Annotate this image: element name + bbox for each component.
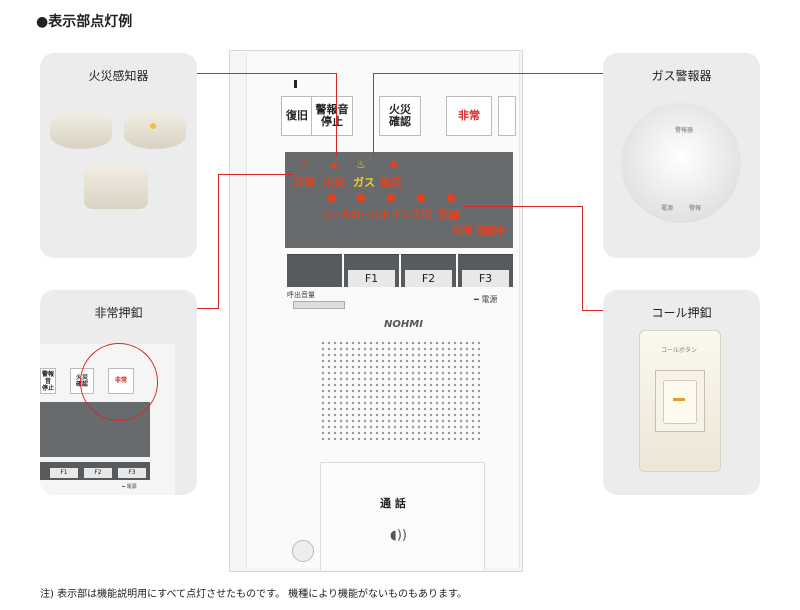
fire-confirm-button[interactable]: 火災 確認 — [379, 96, 421, 136]
f3-key[interactable]: F3 — [458, 254, 513, 287]
mini-f1-label: F1 — [50, 468, 78, 478]
lcd-label-gas: ガス — [353, 176, 375, 189]
call2-lcd-icon: ● — [356, 191, 366, 204]
gas-lcd-icon: ♨ — [356, 158, 366, 171]
call-leader-line-end — [582, 310, 603, 311]
status-indicator — [294, 80, 297, 88]
fire-detector-image-3 — [84, 165, 148, 209]
emergency-button[interactable]: 非常 — [446, 96, 492, 136]
f2-key[interactable]: F2 — [401, 254, 456, 287]
talk-label: 通 話 — [380, 497, 406, 510]
fire-detector-title: 火災感知器 — [88, 69, 149, 83]
alarm-stop-button[interactable]: 警報音 停止 — [311, 96, 353, 136]
call-card-title: コール押釦 — [651, 306, 712, 320]
mini-power-label: ━ 電源 — [122, 484, 137, 490]
room-lcd-icon: ● — [446, 191, 456, 204]
emergency-card-title: 非常押釦 — [94, 306, 143, 320]
f2-key-label: F2 — [405, 270, 452, 287]
lcd-label-vent: 換気 — [380, 176, 402, 189]
reset-button[interactable]: 復旧 — [281, 96, 313, 136]
volume-label: 呼出音量 — [287, 291, 315, 299]
emergency-leader-line-end — [197, 308, 219, 309]
f1-key-label: F1 — [348, 270, 395, 287]
call-leader-line-h — [464, 206, 582, 207]
gas-leader-line-h — [373, 73, 603, 74]
fire-detector-image-2 — [124, 111, 186, 149]
gas-alarm-title: ガス警報器 — [651, 69, 712, 83]
fire-detector-image-1 — [50, 111, 112, 149]
blank-button[interactable] — [498, 96, 516, 136]
emergency-lcd-icon: ⚠ — [299, 158, 309, 171]
call-button-lamp-icon — [673, 398, 685, 401]
call-button-card: コール押釦 コールボタン — [603, 290, 760, 495]
emergency-leader-line-h — [218, 174, 293, 175]
brand-logo: NOHMI — [384, 319, 423, 330]
mini-f3-label: F3 — [118, 468, 146, 478]
vent-lcd-icon: ≋ — [389, 158, 399, 171]
page-heading: ●表示部点灯例 — [36, 14, 133, 30]
certification-seal-icon — [292, 540, 314, 562]
gas-alarm-text-1: 警報器 — [675, 127, 694, 134]
lcd-label-bath: フロ — [410, 208, 432, 221]
emergency-button-card: 非常押釦 警報音 停止 火災 確認 非常 F1 F2 F3 ━ 電源 — [40, 290, 197, 495]
speaker-grille — [320, 340, 480, 440]
fire-lcd-icon: ▰ — [330, 158, 339, 171]
emergency-leader-line-v — [218, 174, 219, 309]
detector-lamp-icon — [150, 123, 156, 129]
call-button-switch — [663, 380, 697, 424]
lcd-display — [285, 152, 513, 248]
speaker-waves-icon: ◖)) — [390, 528, 407, 543]
lcd-label-room: 部屋 — [438, 208, 460, 221]
fire-leader-line-v — [336, 73, 337, 156]
call-leader-line-v — [582, 206, 583, 310]
toilet-lcd-icon: ● — [386, 191, 396, 204]
blank-function-key[interactable] — [287, 254, 342, 287]
f1-key[interactable]: F1 — [344, 254, 399, 287]
bath-lcd-icon: ● — [416, 191, 426, 204]
lcd-label-call1: コール1 — [321, 210, 358, 221]
call-button-device-label: コールボタン — [660, 347, 697, 354]
lcd-label-fire: 火災 — [323, 176, 345, 189]
lcd-label-toilet: トイレ — [380, 208, 413, 221]
lcd-label-emergency: 非常 — [293, 176, 315, 189]
power-label: ━ 電源 — [474, 295, 498, 304]
lcd-status: 玄関 通話中 — [452, 226, 506, 237]
lcd-label-call2: コール2 — [350, 210, 387, 221]
f3-key-label: F3 — [462, 270, 509, 287]
gas-alarm-image — [621, 103, 741, 223]
call1-lcd-icon: ● — [327, 191, 337, 204]
mini-f2-label: F2 — [84, 468, 112, 478]
fire-leader-line-h — [197, 73, 336, 74]
gas-leader-line-v — [373, 73, 374, 156]
volume-slider[interactable] — [293, 301, 345, 309]
gas-alarm-text-3: 警報 — [689, 205, 702, 212]
footnote: 注) 表示部は機能説明用にすべて点灯させたものです。 機種により機能がないものも… — [40, 589, 468, 600]
mini-alarm-stop-button: 警報音 停止 — [40, 368, 56, 394]
fire-detector-card: 火災感知器 — [40, 53, 197, 258]
gas-alarm-card: ガス警報器 警報器 電源 警報 — [603, 53, 760, 258]
talk-button[interactable] — [320, 462, 485, 570]
highlight-circle — [80, 343, 158, 421]
gas-alarm-text-2: 電源 — [661, 205, 674, 212]
